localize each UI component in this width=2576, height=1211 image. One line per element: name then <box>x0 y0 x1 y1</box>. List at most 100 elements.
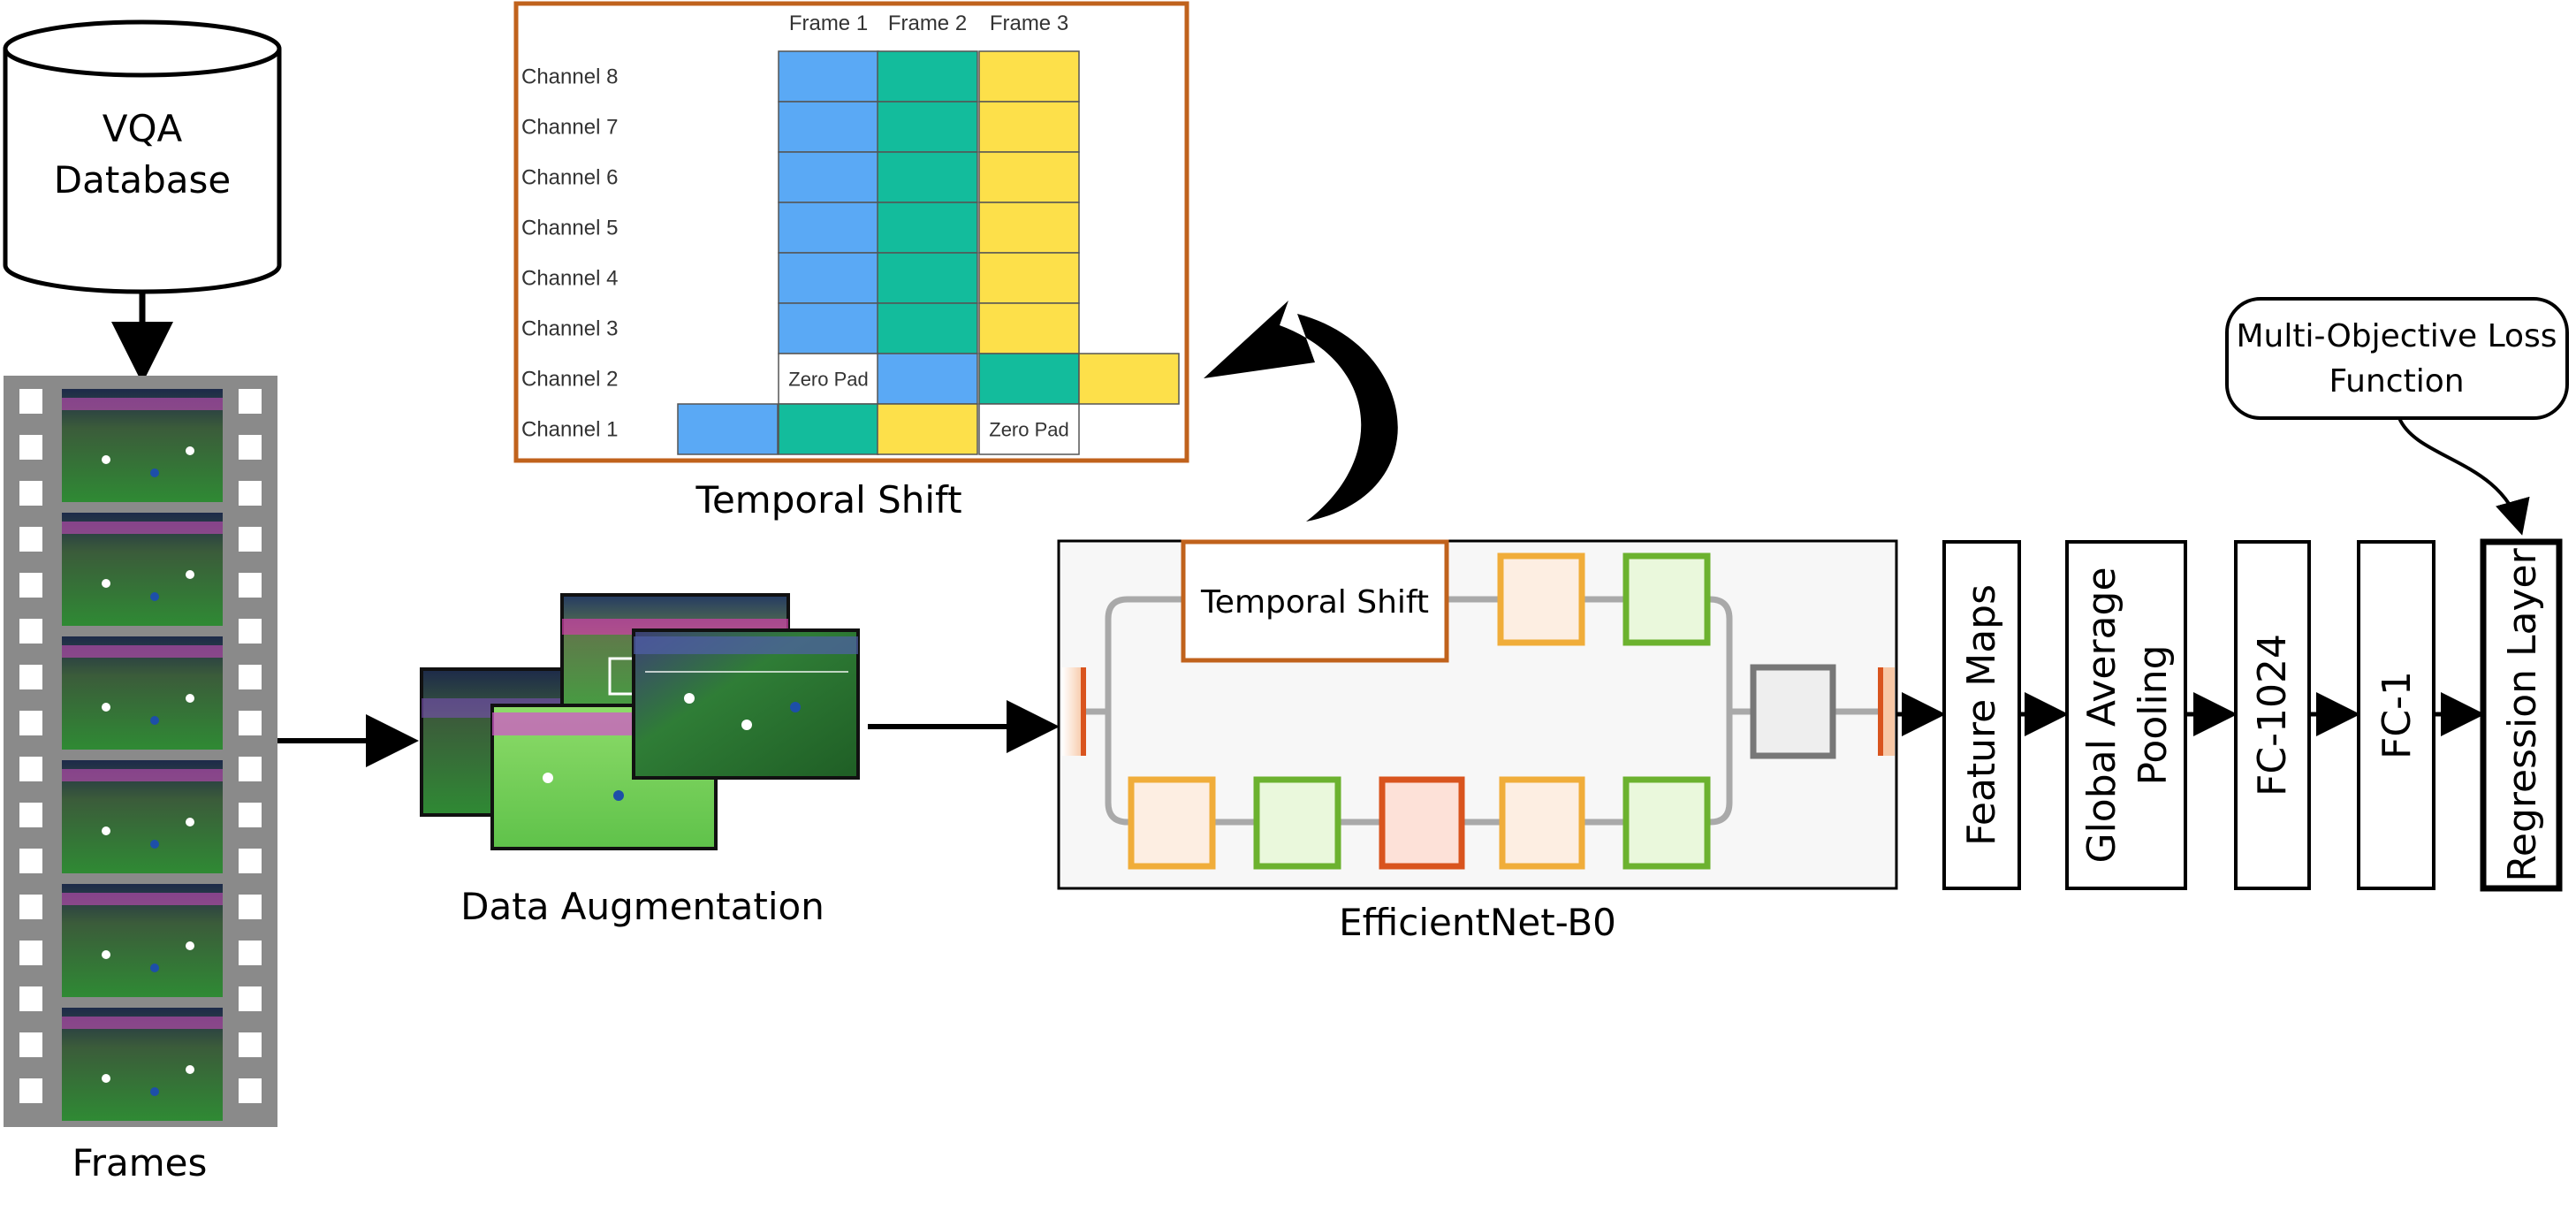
film-sprockets <box>19 389 262 1103</box>
efficientnet-block: Temporal Shift <box>1057 539 1898 890</box>
temporal-shift-block-label: Temporal Shift <box>1200 584 1429 621</box>
sprocket-hole <box>19 435 42 460</box>
sprocket-hole <box>239 803 262 827</box>
output-block-gray <box>1750 664 1836 759</box>
video-frame <box>62 760 223 873</box>
sprocket-hole <box>239 527 262 552</box>
channel-label: Channel 7 <box>521 116 618 140</box>
sprocket-hole <box>239 1078 262 1103</box>
sprocket-hole <box>19 1078 42 1103</box>
zero-pad-label: Zero Pad <box>989 419 1069 441</box>
shift-grid-cell <box>877 202 978 254</box>
sprocket-hole <box>239 757 262 781</box>
sprocket-hole <box>19 711 42 735</box>
loss-function-bubble: Multi-Objective Loss Function <box>2225 297 2569 420</box>
sprocket-hole <box>239 619 262 644</box>
temporal-shift-block <box>1181 539 1449 663</box>
channel-label: Channel 6 <box>521 166 618 190</box>
input-stem-block <box>1062 667 1083 756</box>
gap-label-line1: Global Average <box>2079 567 2124 863</box>
shift-grid-cell <box>778 252 879 304</box>
loss-label-line2: Function <box>2329 363 2464 400</box>
shift-grid-cell <box>778 101 879 153</box>
frames-label: Frames <box>72 1141 208 1184</box>
shift-grid-cell <box>978 302 1080 354</box>
sprocket-hole <box>19 527 42 552</box>
output-stem-block <box>1881 667 1895 756</box>
shift-grid-cell <box>778 302 879 354</box>
sprocket-hole <box>19 573 42 598</box>
sprocket-hole <box>239 389 262 414</box>
shift-grid-cell <box>877 101 978 153</box>
efficientnet-connections <box>1080 596 1881 826</box>
shift-grid-cell <box>978 252 1080 304</box>
shift-grid-cell <box>1078 353 1180 405</box>
shift-grid-cell <box>778 403 879 455</box>
augmented-image-4 <box>632 628 860 780</box>
shift-grid-cell <box>978 353 1080 405</box>
sprocket-hole <box>239 435 262 460</box>
shift-grid-cell <box>778 202 879 254</box>
shift-grid-cell <box>978 50 1080 103</box>
sprocket-hole <box>19 389 42 414</box>
sprocket-hole <box>19 941 42 965</box>
data-augmentation-label: Data Augmentation <box>460 885 824 928</box>
channel-label: Channel 1 <box>521 418 618 442</box>
channel-label: Channel 5 <box>521 217 618 240</box>
shift-grid-cell <box>978 202 1080 254</box>
fc1-label: FC-1 <box>2375 671 2420 759</box>
sprocket-hole <box>239 941 262 965</box>
sprocket-hole <box>19 665 42 689</box>
sprocket-hole <box>19 895 42 919</box>
efficientnet-label: EfficientNet-B0 <box>1339 901 1616 944</box>
loss-to-regression-arrow <box>2397 417 2530 536</box>
regression-layer-box <box>2480 538 2563 892</box>
video-frame <box>62 513 223 626</box>
video-frame <box>62 636 223 750</box>
video-frame <box>62 1008 223 1121</box>
sprocket-hole <box>239 711 262 735</box>
shift-grid-cell <box>877 252 978 304</box>
shift-grid-cell <box>978 101 1080 153</box>
mbconv-block-green-1 <box>1253 776 1341 870</box>
film-frames <box>62 389 223 1121</box>
fc1024-label: FC-1024 <box>2250 634 2295 796</box>
shift-grid-cell <box>677 403 779 455</box>
shift-grid-cell <box>778 50 879 103</box>
channel-label: Channel 4 <box>521 267 618 291</box>
shift-grid-cell <box>877 302 978 354</box>
sprocket-hole <box>239 665 262 689</box>
database-label-line2: Database <box>54 158 231 202</box>
shift-grid-cell <box>877 353 978 405</box>
fc1-box <box>2357 540 2435 890</box>
augmented-image-3 <box>490 704 718 850</box>
sprocket-hole <box>19 1032 42 1057</box>
channel-labels: Channel 8 Channel 7 Channel 6 Channel 5 Chan… <box>521 65 618 442</box>
channel-label: Channel 3 <box>521 317 618 341</box>
temporal-shift-title: Temporal Shift <box>695 478 961 522</box>
sprocket-hole <box>239 986 262 1011</box>
feature-maps-label: Feature Maps <box>1959 584 2004 846</box>
shift-grid-cell <box>778 353 879 405</box>
shift-grid-cell <box>778 151 879 203</box>
shift-grid-cell <box>978 403 1080 455</box>
film-strip <box>4 376 277 1127</box>
frame-header: Frame 1 <box>789 11 868 35</box>
sprocket-hole <box>239 481 262 506</box>
sprocket-hole <box>239 573 262 598</box>
augmented-images <box>420 593 860 850</box>
sprocket-hole <box>19 986 42 1011</box>
sprocket-hole <box>19 757 42 781</box>
channel-label: Channel 8 <box>521 65 618 89</box>
mbconv-block-red <box>1379 776 1465 870</box>
sprocket-hole <box>19 803 42 827</box>
video-frame <box>62 884 223 997</box>
sprocket-hole <box>19 481 42 506</box>
sprocket-hole <box>239 849 262 873</box>
regression-layer-label: Regression Layer <box>2500 547 2545 881</box>
mbconv-block-orange-2 <box>1499 776 1585 870</box>
